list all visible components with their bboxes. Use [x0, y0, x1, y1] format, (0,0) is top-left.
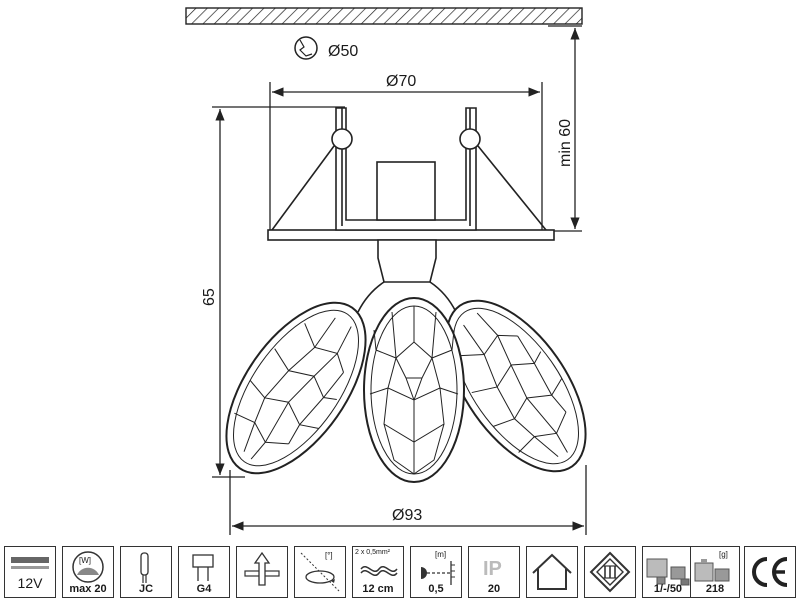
crystal-petal-right	[445, 299, 587, 473]
ce-mark-icon	[752, 557, 788, 587]
cable-value: 12 cm	[362, 583, 394, 595]
svg-text:IP: IP	[483, 558, 502, 580]
weight-icon	[694, 559, 730, 582]
lamp-neck	[357, 239, 457, 313]
packaging-value: 1/-/50	[653, 583, 683, 595]
bulb-cell: JC	[120, 546, 172, 598]
distance-value: 0,5	[428, 583, 444, 595]
height-label: 65	[201, 288, 218, 306]
power-value: max 20	[69, 583, 107, 595]
bulb-value: JC	[138, 583, 154, 595]
indoor-icon	[532, 553, 572, 590]
rotation-unit: [°]	[325, 551, 333, 560]
crystal-petal-center	[363, 297, 465, 483]
packaging-cell: 1/-/50	[642, 546, 694, 598]
voltage-icon	[11, 557, 49, 569]
socket-value: G4	[196, 583, 212, 595]
socket-cell: G4	[178, 546, 230, 598]
weight-cell: [g] 218	[690, 546, 740, 598]
distance-unit: [m]	[435, 550, 447, 559]
mounting-frame	[267, 107, 555, 241]
power-icon	[72, 551, 104, 583]
spec-icon-bar: 12V [W] max 20 JC G4	[0, 540, 800, 600]
distance-icon	[421, 561, 455, 585]
weight-unit: [g]	[719, 550, 728, 559]
rotation-icon	[300, 552, 340, 592]
socket-g4-icon	[192, 554, 214, 581]
mounting-icon	[244, 551, 280, 586]
technical-drawing: Ø50 Ø70 min 60 65 Ø93	[185, 7, 587, 535]
protection-class-cell	[584, 546, 636, 598]
cable-cell: 2 x 0,5mm² 12 cm	[352, 546, 404, 598]
weight-value: 218	[705, 583, 725, 595]
protection-class-iii-icon	[589, 551, 631, 593]
flange-diameter-label: Ø70	[386, 73, 416, 90]
bulb-jc-icon	[140, 552, 149, 583]
width-diameter-label: Ø93	[392, 507, 422, 524]
cutout-drill-icon	[294, 36, 318, 60]
width-dimension-line	[229, 465, 587, 535]
cutout-diameter-label: Ø50	[328, 43, 358, 60]
rotation-cell: [°]	[294, 546, 346, 598]
cable-icon	[360, 566, 398, 576]
depth-label: min 60	[557, 119, 574, 167]
ip-value: 20	[487, 583, 501, 595]
distance-cell: [m] 0,5	[410, 546, 462, 598]
packaging-icon	[646, 558, 690, 586]
ip-rating-icon: IP	[483, 558, 502, 580]
ce-cell	[744, 546, 796, 598]
ip-cell: IP 20	[468, 546, 520, 598]
mounting-cell	[236, 546, 288, 598]
power-cell: [W] max 20	[62, 546, 114, 598]
indoor-cell	[526, 546, 578, 598]
power-unit: [W]	[79, 556, 91, 565]
ceiling	[185, 7, 583, 25]
cable-spec: 2 x 0,5mm²	[355, 549, 391, 556]
voltage-value: 12V	[17, 575, 43, 591]
height-dimension-line	[212, 106, 345, 478]
crystal-petal-left	[225, 301, 367, 475]
voltage-cell: 12V	[4, 546, 56, 598]
